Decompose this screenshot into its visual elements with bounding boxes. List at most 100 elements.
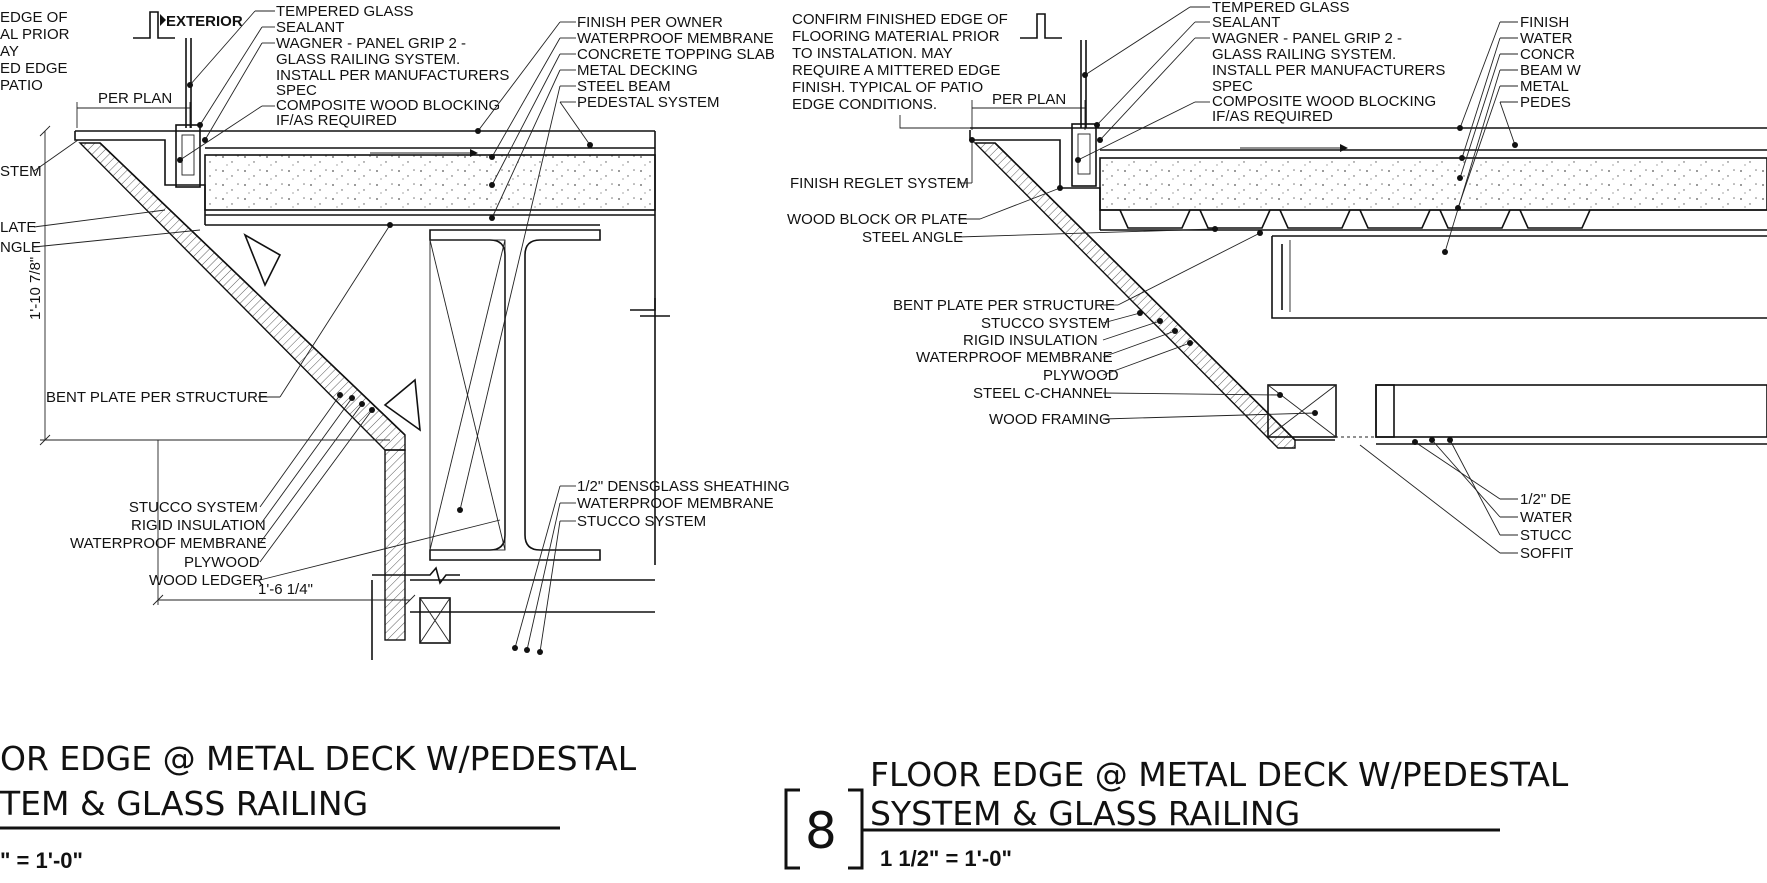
- bent-plate-label: BENT PLATE PER STRUCTURE: [46, 222, 393, 406]
- svg-text:WATERPROOF MEMBRANE: WATERPROOF MEMBRANE: [577, 30, 774, 47]
- break-line: [372, 566, 460, 585]
- svg-text:PEDES: PEDES: [1520, 94, 1571, 111]
- svg-text:STEM: STEM: [0, 163, 42, 180]
- right-top-callouts: TEMPERED GLASS SEALANT WAGNER - PANEL GR…: [1075, 0, 1445, 163]
- svg-text:1 1/2" = 1'-0": 1 1/2" = 1'-0": [880, 846, 1012, 871]
- steel-c-channel-right: [1271, 235, 1767, 319]
- svg-text:WATERPROOF MEMBRANE: WATERPROOF MEMBRANE: [70, 535, 267, 552]
- svg-text:STEEL C-CHANNEL: STEEL C-CHANNEL: [973, 385, 1112, 402]
- right-callouts: FINISH PER OWNER WATERPROOF MEMBRANE CON…: [457, 14, 775, 513]
- svg-text:TEM & GLASS RAILING: TEM & GLASS RAILING: [0, 784, 368, 823]
- right-title-block: 8 FLOOR EDGE @ METAL DECK W/PEDESTAL SYS…: [784, 755, 1569, 871]
- edge-flashing: [74, 131, 206, 225]
- svg-text:STUCCO SYSTEM: STUCCO SYSTEM: [981, 315, 1110, 332]
- vertical-dimension: 1'-10 7/8": [27, 125, 390, 446]
- right-note: CONFIRM FINISHED EDGE OF FLOORING MATERI…: [792, 11, 1008, 129]
- svg-text:WAGNER - PANEL GRIP 2 -: WAGNER - PANEL GRIP 2 -: [1212, 30, 1402, 47]
- svg-text:INSTALL PER MANUFACTURERS: INSTALL PER MANUFACTURERS: [276, 67, 509, 84]
- svg-text:NGLE: NGLE: [0, 239, 41, 256]
- right-lower-left-callouts: BENT PLATE PER STRUCTURE STUCCO SYSTEM R…: [893, 230, 1318, 428]
- svg-text:WATERPROOF MEMBRANE: WATERPROOF MEMBRANE: [916, 349, 1113, 366]
- svg-text:SPEC: SPEC: [276, 82, 317, 99]
- svg-text:WOOD LEDGER: WOOD LEDGER: [149, 572, 263, 589]
- svg-text:1'-6 1/4": 1'-6 1/4": [258, 581, 313, 598]
- svg-text:FLOORING MATERIAL PRIOR: FLOORING MATERIAL PRIOR: [792, 28, 1000, 45]
- svg-text:FINISH. TYPICAL OF PATIO: FINISH. TYPICAL OF PATIO: [792, 79, 983, 96]
- section-marker: [630, 298, 670, 317]
- svg-text:BENT PLATE PER STRUCTURE: BENT PLATE PER STRUCTURE: [46, 389, 268, 406]
- per-plan-dim-right: PER PLAN: [971, 91, 1086, 130]
- svg-text:METAL: METAL: [1520, 78, 1569, 95]
- svg-text:METAL DECKING: METAL DECKING: [577, 62, 698, 79]
- top-callouts: TEMPERED GLASS SEALANT WAGNER - PANEL GR…: [177, 3, 509, 163]
- right-left-callouts: FINISH REGLET SYSTEM WOOD BLOCK OR PLATE…: [787, 137, 1218, 246]
- left-detail: EDGE OF AL PRIOR AY ED EDGE PATIO EXTERI…: [0, 3, 790, 873]
- svg-text:PER PLAN: PER PLAN: [98, 90, 172, 107]
- svg-text:COMPOSITE WOOD BLOCKING: COMPOSITE WOOD BLOCKING: [276, 97, 500, 114]
- svg-text:IF/AS REQUIRED: IF/AS REQUIRED: [276, 112, 397, 129]
- wood-blocking: [243, 233, 282, 287]
- svg-text:FINISH PER OWNER: FINISH PER OWNER: [577, 14, 723, 31]
- svg-text:AY: AY: [0, 43, 19, 60]
- svg-text:EXTERIOR: EXTERIOR: [166, 13, 243, 30]
- svg-text:WOOD BLOCK OR PLATE: WOOD BLOCK OR PLATE: [787, 211, 968, 228]
- right-cut-callouts: FINISH WATER CONCR BEAM W METAL PEDES: [1442, 14, 1582, 255]
- svg-text:SPEC: SPEC: [1212, 78, 1253, 95]
- left-cut-labels: STEM LATE NGLE: [0, 139, 201, 256]
- svg-text:STEEL ANGLE: STEEL ANGLE: [862, 229, 963, 246]
- svg-text:STEEL BEAM: STEEL BEAM: [577, 78, 671, 95]
- svg-text:CONCR: CONCR: [1520, 46, 1575, 63]
- svg-text:WATER: WATER: [1520, 30, 1573, 47]
- vertical-wall: [371, 449, 655, 660]
- left-note-cut: EDGE OF AL PRIOR AY ED EDGE PATIO: [0, 9, 70, 94]
- left-title-block: OR EDGE @ METAL DECK W/PEDESTAL TEM & GL…: [0, 739, 637, 873]
- svg-text:COMPOSITE WOOD BLOCKING: COMPOSITE WOOD BLOCKING: [1212, 93, 1436, 110]
- svg-text:1'-10 7/8": 1'-10 7/8": [27, 257, 44, 320]
- glass-railing-right: [1071, 40, 1097, 187]
- sloped-soffit: [78, 142, 406, 451]
- svg-text:INSTALL PER MANUFACTURERS: INSTALL PER MANUFACTURERS: [1212, 62, 1445, 79]
- svg-text:STUCCO SYSTEM: STUCCO SYSTEM: [129, 499, 258, 516]
- svg-text:TEMPERED GLASS: TEMPERED GLASS: [276, 3, 414, 20]
- svg-text:WATERPROOF MEMBRANE: WATERPROOF MEMBRANE: [577, 495, 774, 512]
- svg-text:EDGE CONDITIONS.: EDGE CONDITIONS.: [792, 96, 937, 113]
- svg-text:WATER: WATER: [1520, 509, 1573, 526]
- right-detail: CONFIRM FINISHED EDGE OF FLOORING MATERI…: [784, 0, 1767, 871]
- concrete-slab: [75, 130, 656, 565]
- svg-text:CONFIRM FINISHED EDGE OF: CONFIRM FINISHED EDGE OF: [792, 11, 1008, 28]
- wood-blocking-lower: [383, 378, 421, 432]
- concrete-slab-right: [970, 127, 1767, 211]
- exterior-marker: EXTERIOR: [133, 11, 243, 39]
- svg-text:AL PRIOR: AL PRIOR: [0, 26, 70, 43]
- svg-text:FINISH: FINISH: [1520, 14, 1569, 31]
- svg-text:ED EDGE: ED EDGE: [0, 60, 68, 77]
- svg-text:BEAM W: BEAM W: [1520, 62, 1582, 79]
- svg-text:TO INSTALATION. MAY: TO INSTALATION. MAY: [792, 45, 953, 62]
- right-lower-right-callouts: 1/2" DE WATER STUCC SOFFIT: [1359, 437, 1573, 562]
- svg-text:BENT PLATE PER STRUCTURE: BENT PLATE PER STRUCTURE: [893, 297, 1115, 314]
- metal-deck-right: [1100, 209, 1767, 231]
- svg-text:EDGE OF: EDGE OF: [0, 9, 68, 26]
- svg-text:PER PLAN: PER PLAN: [992, 91, 1066, 108]
- svg-text:PLYWOOD: PLYWOOD: [184, 554, 260, 571]
- per-plan-dim: PER PLAN: [76, 90, 191, 128]
- svg-text:STUCCO SYSTEM: STUCCO SYSTEM: [577, 513, 706, 530]
- svg-text:FLOOR EDGE @ METAL DECK W/PEDE: FLOOR EDGE @ METAL DECK W/PEDESTAL: [870, 755, 1569, 794]
- svg-text:PEDESTAL SYSTEM: PEDESTAL SYSTEM: [577, 94, 720, 111]
- svg-text:CONCRETE TOPPING SLAB: CONCRETE TOPPING SLAB: [577, 46, 775, 63]
- svg-text:RIGID INSULATION: RIGID INSULATION: [131, 517, 266, 534]
- svg-text:1/2" DE: 1/2" DE: [1520, 491, 1571, 508]
- svg-text:SEALANT: SEALANT: [276, 19, 344, 36]
- svg-text:PATIO: PATIO: [0, 77, 43, 94]
- svg-text:OR EDGE @ METAL DECK W/PEDESTA: OR EDGE @ METAL DECK W/PEDESTAL: [0, 739, 637, 778]
- svg-text:WOOD FRAMING: WOOD FRAMING: [989, 411, 1111, 428]
- exterior-marker-right: [1020, 13, 1062, 39]
- svg-text:STUCC: STUCC: [1520, 527, 1572, 544]
- svg-text:1/2" DENSGLASS SHEATHING: 1/2" DENSGLASS SHEATHING: [577, 478, 790, 495]
- glass-railing: [175, 38, 201, 188]
- detail-number: 8: [805, 802, 837, 860]
- svg-text:PLYWOOD: PLYWOOD: [1043, 367, 1119, 384]
- svg-text:SYSTEM & GLASS RAILING: SYSTEM & GLASS RAILING: [870, 794, 1300, 833]
- svg-text:GLASS RAILING SYSTEM.: GLASS RAILING SYSTEM.: [1212, 46, 1396, 63]
- lower-right-callouts: 1/2" DENSGLASS SHEATHING WATERPROOF MEMB…: [512, 478, 790, 655]
